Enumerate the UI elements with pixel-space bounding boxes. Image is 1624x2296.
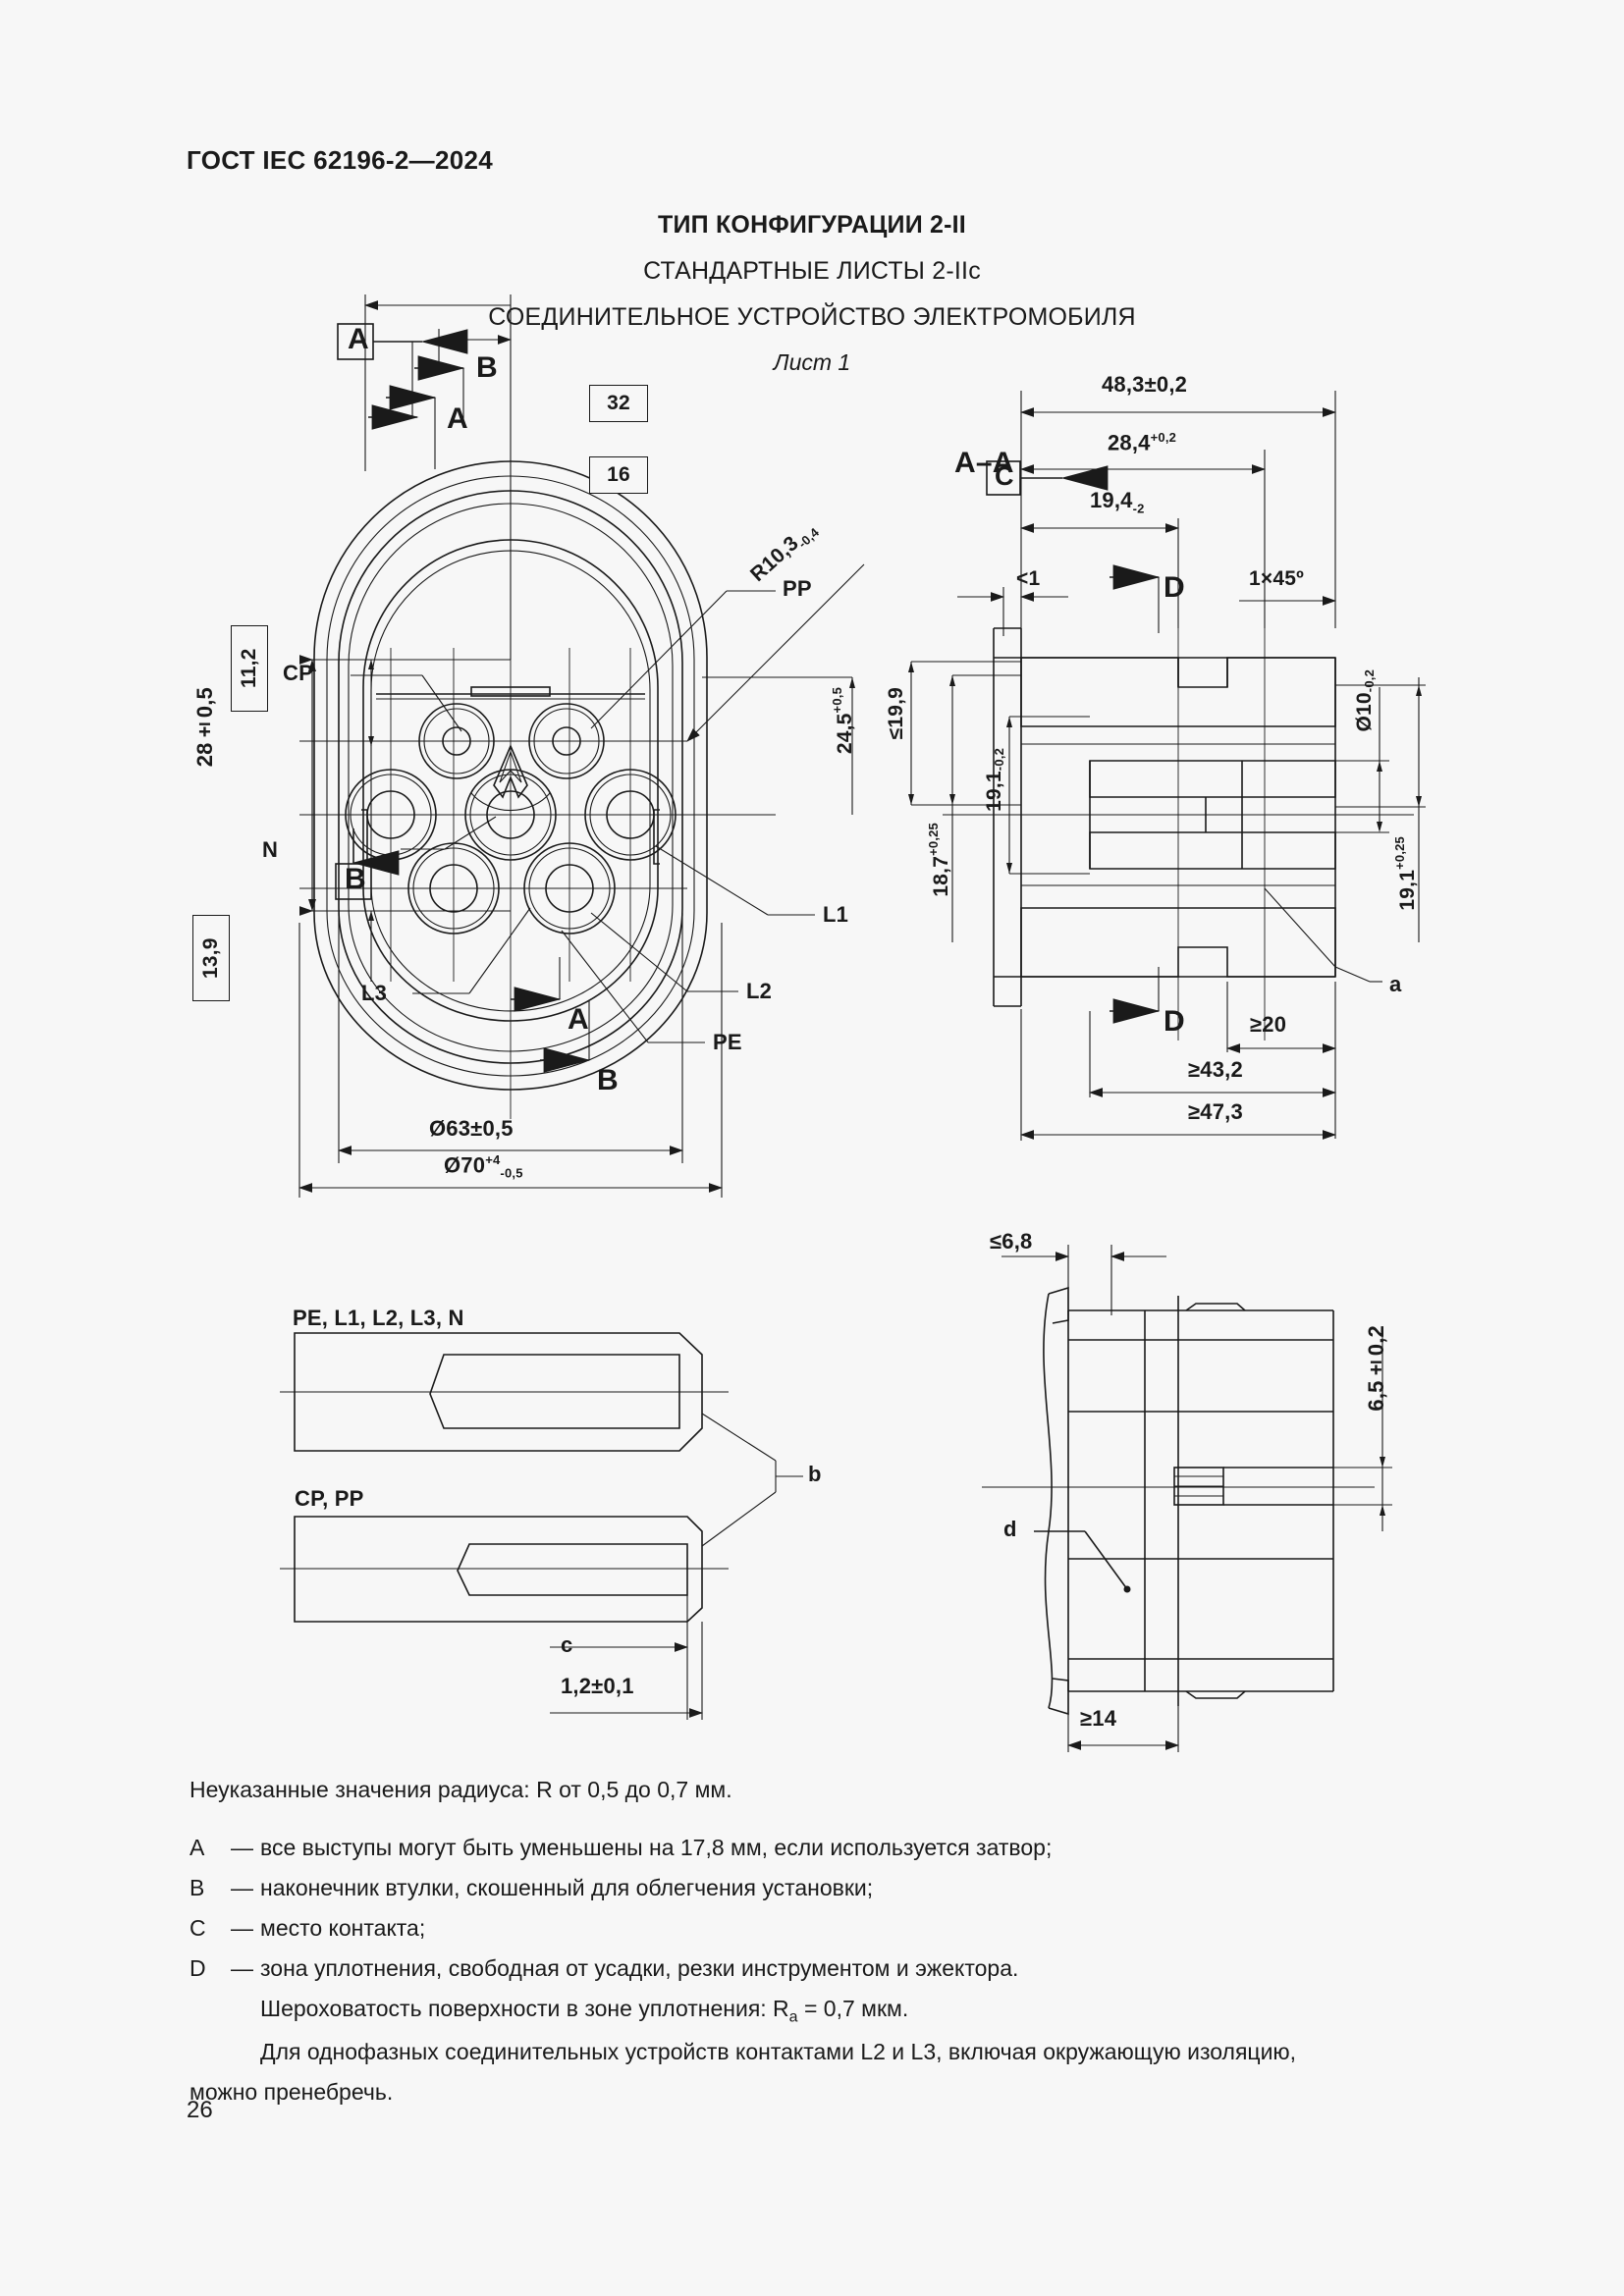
dim-dia-10-label: Ø10-0,2	[1353, 669, 1378, 732]
note-item-B: B — наконечник втулки, скошенный для обл…	[189, 1868, 1466, 1908]
contact-label-L2: L2	[746, 979, 773, 1003]
page-number: 26	[187, 2097, 213, 2123]
right-detail-group	[982, 1245, 1392, 1752]
note-text-A: все выступы могут быть уменьшены на 17,8…	[260, 1834, 1053, 1860]
dim-19-9-label: ≤19,9	[885, 687, 907, 740]
title-line-2: СТАНДАРТНЫЕ ЛИСТЫ 2-IIc	[643, 257, 981, 285]
dim-20-label: ≥20	[1250, 1012, 1287, 1037]
note-key-A: A	[189, 1834, 205, 1860]
marker-C-label: C	[995, 461, 1014, 491]
note-radius: Неуказанные значения радиуса: R от 0,5 д…	[189, 1777, 732, 1802]
note-text-C: место контакта;	[260, 1914, 426, 1941]
arrow-label-A-bottom: A	[568, 1003, 589, 1036]
note-dash-B: —	[231, 1874, 253, 1900]
contact-label-N: N	[262, 837, 279, 862]
dim-11-2-box: 11,2	[231, 625, 268, 712]
note-roughness-sub: a	[788, 2008, 798, 2026]
marker-a-label: a	[1389, 972, 1402, 996]
note-roughness-pre: Шероховатость поверхности в зоне уплотне…	[260, 1995, 789, 2021]
front-view-group	[298, 294, 865, 1198]
section-marker-A-box-label: A	[348, 323, 369, 355]
note-key-B: B	[189, 1874, 205, 1900]
dim-18-7-label: 18,7+0,25	[926, 823, 952, 897]
dim-28-label: 28±0,5	[192, 687, 217, 768]
dim-6-5-label: 6,5±0,2	[1364, 1325, 1388, 1412]
standard-header: ГОСТ IEC 62196-2—2024	[187, 145, 493, 175]
note-text-B: наконечник втулки, скошенный для облегче…	[260, 1874, 874, 1900]
arrow-label-B-bottom: B	[597, 1064, 619, 1096]
marker-d-label: d	[1003, 1517, 1017, 1541]
note-roughness-post: = 0,7 мкм.	[797, 1995, 909, 2021]
contact-label-L1: L1	[823, 902, 849, 927]
section-title-AA: A–A	[954, 447, 1014, 479]
marker-b-label: b	[808, 1462, 822, 1486]
marker-c-label: c	[561, 1632, 573, 1657]
note-item-D: D — зона уплотнения, свободная от усадки…	[189, 1949, 1466, 1989]
note-dash-D: —	[231, 1954, 253, 1981]
section-marker-B-box-label: B	[345, 863, 366, 895]
note-dash-C: —	[231, 1914, 253, 1941]
note-text-D: зона уплотнения, свободная от усадки, ре…	[260, 1954, 1019, 1981]
note-single-phase-line1: Для однофазных соединительных устройств …	[260, 2038, 1297, 2064]
dim-1-2-label: 1,2±0,1	[561, 1674, 634, 1698]
dim-16-box: 16	[589, 456, 648, 494]
contact-label-PE: PE	[713, 1030, 742, 1054]
dim-32-box: 32	[589, 385, 648, 422]
dim-13-9-box: 13,9	[192, 915, 230, 1001]
contact-label-L3: L3	[361, 981, 388, 1005]
section-view-group	[908, 391, 1426, 1141]
dim-19-1-left-label: 19,1-0,2	[983, 748, 1007, 812]
dim-19-1-right-label: 19,1+0,25	[1392, 836, 1419, 911]
note-key-C: C	[189, 1914, 206, 1941]
dim-24-5-label: 24,5+0,5	[830, 687, 856, 755]
contact-label-PP: PP	[783, 576, 812, 601]
marker-D-top-label: D	[1164, 571, 1185, 604]
dim-chamfer-label: 1×45º	[1249, 567, 1304, 590]
note-key-D: D	[189, 1954, 206, 1981]
detail-label-power-contacts: PE, L1, L2, L3, N	[293, 1306, 464, 1330]
note-single-phase-line2: можно пренебречь.	[189, 2078, 394, 2105]
marker-D-bottom-label: D	[1164, 1005, 1185, 1038]
title-line-3: СОЕДИНИТЕЛЬНОЕ УСТРОЙСТВО ЭЛЕКТРОМОБИЛЯ	[488, 303, 1136, 331]
dim-48-3-label: 48,3±0,2	[1102, 372, 1188, 397]
dim-47-3-label: ≥47,3	[1188, 1099, 1243, 1124]
dim-19-4-label: 19,4-2	[1090, 488, 1145, 516]
notes-block: Неуказанные значения радиуса: R от 0,5 д…	[189, 1770, 1466, 2112]
arrow-label-A-mid: A	[447, 402, 468, 435]
dim-14-label: ≥14	[1080, 1706, 1117, 1731]
title-line-1: ТИП КОНФИГУРАЦИИ 2-II	[658, 211, 966, 239]
contact-label-CP: CP	[283, 661, 313, 685]
title-line-4-sheet: Лист 1	[773, 349, 851, 375]
dim-28-4-label: 28,4+0,2	[1108, 430, 1177, 455]
dim-dia-63-label: Ø63±0,5	[429, 1116, 514, 1141]
note-dash-A: —	[231, 1834, 253, 1860]
note-item-A: A — все выступы могут быть уменьшены на …	[189, 1828, 1466, 1868]
dim-lt1-label: <1	[1016, 567, 1041, 590]
dim-43-2-label: ≥43,2	[1188, 1057, 1243, 1082]
note-roughness: Шероховатость поверхности в зоне уплотне…	[260, 1989, 1466, 2032]
detail-label-signal-contacts: CP, PP	[295, 1486, 364, 1511]
dim-dia-70-label: Ø70+4-0,5	[444, 1152, 523, 1181]
dim-6-8-label: ≤6,8	[990, 1229, 1033, 1254]
contact-detail-group	[280, 1332, 803, 1720]
note-item-C: C — место контакта;	[189, 1908, 1466, 1949]
arrow-label-B-top: B	[476, 351, 498, 384]
